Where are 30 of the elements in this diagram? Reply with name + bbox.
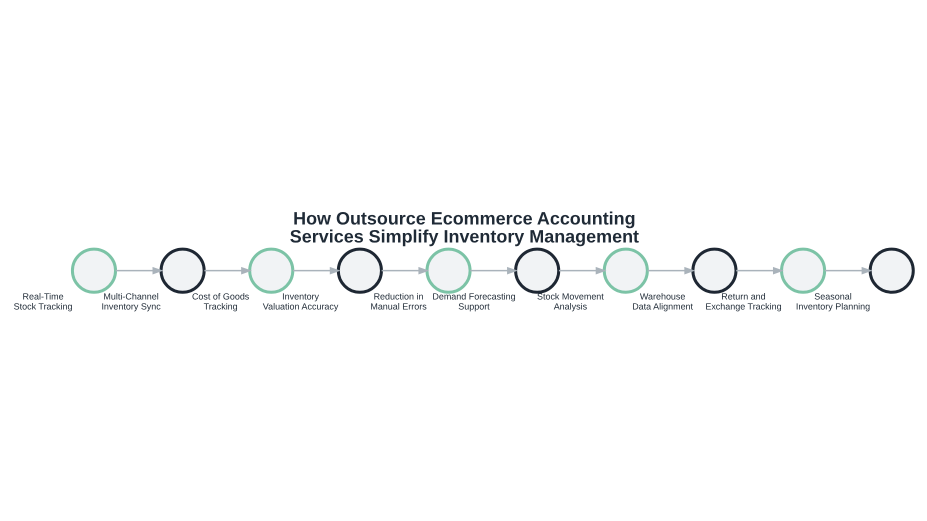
arrow — [382, 266, 430, 274]
node-label: Seasonal Inventory Planning — [796, 291, 870, 312]
node-circle — [514, 248, 560, 294]
arrow — [204, 266, 252, 274]
node-label: Reduction in Manual Errors — [370, 291, 427, 312]
arrow — [824, 266, 872, 274]
node-circle — [70, 248, 118, 294]
arrow — [648, 266, 696, 274]
node-circle — [780, 248, 826, 294]
node-label: Inventory Valuation Accuracy — [262, 291, 338, 312]
node-label: Return and Exchange Tracking — [705, 291, 782, 312]
node-circle — [160, 248, 206, 294]
arrow — [293, 266, 341, 274]
arrow — [116, 266, 164, 274]
arrow — [470, 266, 518, 274]
node-circle — [248, 248, 294, 294]
arrow — [558, 266, 606, 274]
node-label: Stock Movement Analysis — [537, 291, 604, 312]
node-label: Warehouse Data Alignment — [632, 291, 694, 312]
node-circle — [425, 248, 472, 294]
node-circle — [868, 248, 915, 294]
node-label: Real-Time Stock Tracking — [14, 291, 72, 312]
node-label: Demand Forecasting Support — [432, 291, 516, 312]
diagram-title: How Outsource Ecommerce Accounting Services Simplify Inventory Management — [290, 208, 640, 247]
arrow — [736, 266, 784, 274]
node-circle — [602, 248, 649, 294]
node-label: Cost of Goods Tracking — [192, 291, 250, 312]
node-circle — [691, 248, 738, 294]
node-circle — [336, 248, 383, 294]
node-label: Multi-Channel Inventory Sync — [101, 291, 161, 312]
